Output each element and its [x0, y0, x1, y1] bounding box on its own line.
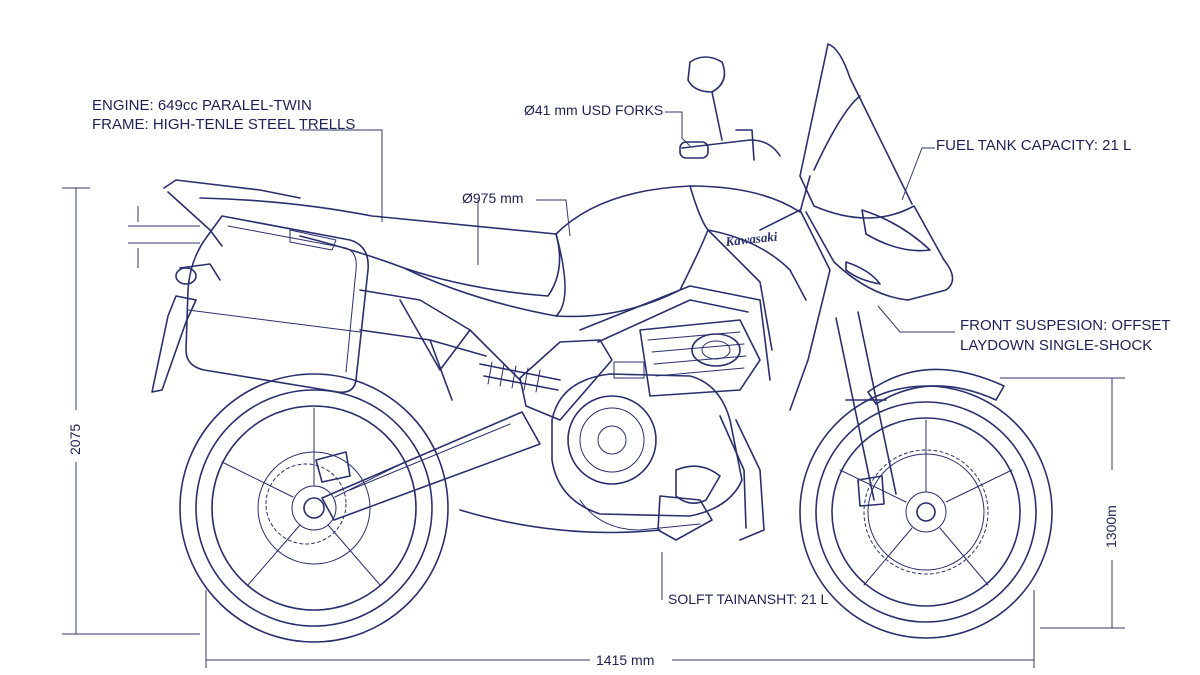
annotation-labels: ENGINE: 649cc PARALEL-TWIN FRAME: HIGH-T… [67, 97, 1171, 668]
tank-weight-label: SOLFT TAINANSHT: 21 L [668, 591, 828, 607]
front-suspension-label-line2: LAYDOWN SINGLE-SHOCK [960, 337, 1152, 354]
engine-block [551, 319, 761, 531]
brand-badge: Kawasaki [724, 229, 779, 249]
fuel-tank-label: FUEL TANK CAPACITY: 21 L [936, 137, 1131, 154]
rear-wheel [179, 373, 449, 643]
front-suspension-label-line1: FRONT SUSPESION: OFFSET [960, 317, 1171, 334]
frame-label: FRAME: HIGH-TENLE STEEL TRELLS [92, 116, 355, 133]
seat-dimension: 1300m [1103, 505, 1119, 548]
wheelbase-dimension: 1415 mm [596, 652, 654, 668]
dimension-lines [62, 111, 1125, 668]
forks-label: Ø41 mm USD FORKS [524, 102, 663, 118]
engine-label: ENGINE: 649cc PARALEL-TWIN [92, 97, 312, 114]
seat-height-label: Ø975 mm [462, 190, 523, 206]
front-wheel [799, 385, 1053, 639]
motorcycle-outline [151, 43, 1053, 643]
overall-height-dimension: 2075 [67, 424, 83, 455]
